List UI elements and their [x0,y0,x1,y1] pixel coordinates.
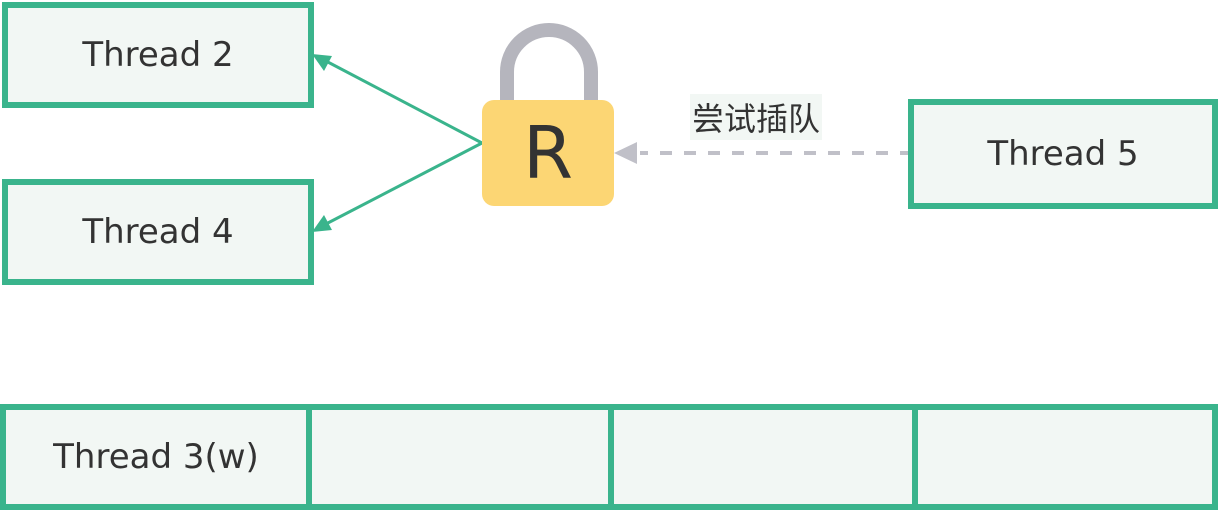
arrow-to-thread-2 [323,58,483,145]
queue-cell-3 [614,410,918,504]
thread-2-box: Thread 2 [2,2,314,108]
attempt-label: 尝试插队 [690,94,823,140]
arrow-to-thread-4 [323,141,483,227]
thread-2-label: Thread 2 [82,35,234,75]
dashed-arrowhead-icon [614,142,637,164]
queue-cell-1: Thread 3(w) [6,410,312,504]
thread-5-label: Thread 5 [987,134,1139,174]
arrowhead-thread-2-icon [312,54,332,71]
thread-5-box: Thread 5 [908,99,1218,209]
queue-cell-4 [918,410,1212,504]
lock-shackle-icon [500,23,598,109]
wait-queue: Thread 3(w) [0,404,1218,510]
lock-letter: R [522,111,574,195]
lock-body: R [482,100,614,206]
queue-cell-2 [312,410,614,504]
arrowhead-thread-4-icon [312,215,332,232]
thread-4-box: Thread 4 [2,179,314,285]
thread-4-label: Thread 4 [82,212,234,252]
